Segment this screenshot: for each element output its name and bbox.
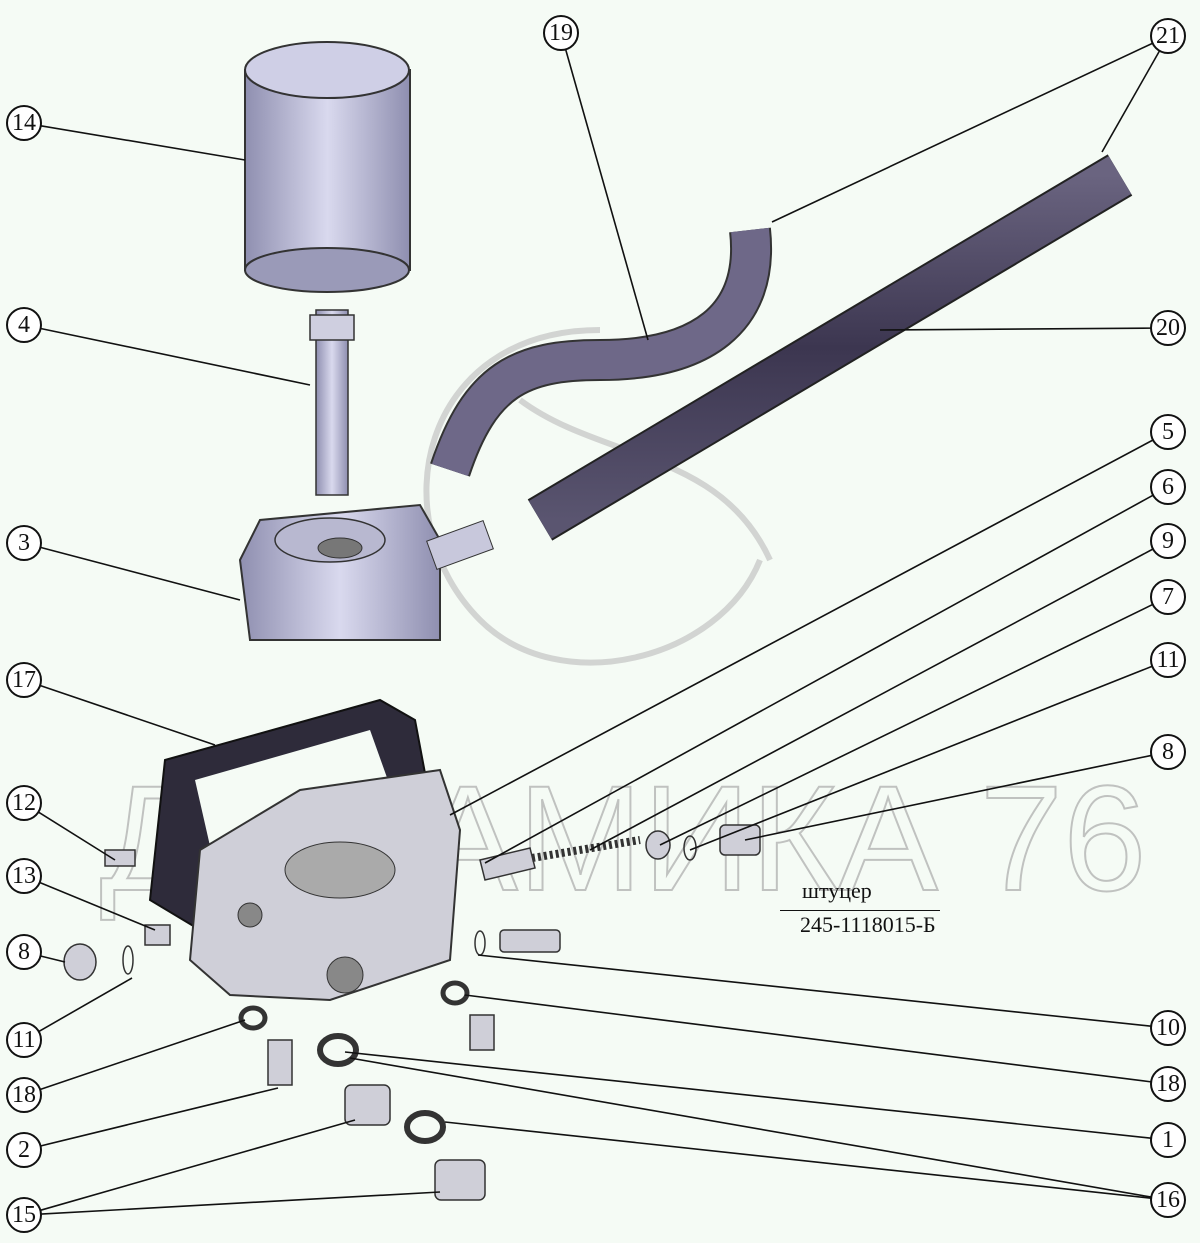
callout-15: 15 [6,1197,42,1233]
callout-number: 3 [18,530,30,556]
housing [188,768,462,1002]
callout-number: 18 [12,1082,36,1108]
leader-line [40,1087,279,1147]
leader-line [40,546,241,601]
callout-number: 2 [18,1137,30,1163]
callout-7: 7 [1150,579,1186,615]
leader-line [564,49,649,341]
leader-line [689,665,1153,851]
callout-number: 16 [1156,1187,1180,1213]
callout-number: 9 [1162,528,1174,554]
leader-line [40,1191,441,1215]
callout-number: 17 [12,667,36,693]
callout-18: 18 [1150,1066,1186,1102]
callout-number: 18 [1156,1071,1180,1097]
callout-number: 14 [12,110,36,136]
leader-line [477,954,1152,1028]
callout-3: 3 [6,525,42,561]
callout-20: 20 [1150,310,1186,346]
callout-number: 20 [1156,315,1180,341]
fitting-label-underline [780,910,940,911]
leader-line [484,494,1154,864]
leader-line [39,881,156,931]
oil-filter [244,41,411,293]
callout-18: 18 [6,1077,42,1113]
filter-stud [309,309,355,496]
callout-8: 8 [1150,734,1186,770]
callout-number: 15 [12,1202,36,1228]
hose-20 [527,154,1133,541]
leader-line [879,327,1152,331]
callout-number: 7 [1162,584,1174,610]
callout-number: 8 [1162,739,1174,765]
callout-10: 10 [1150,1010,1186,1046]
callout-4: 4 [6,307,42,343]
callout-12: 12 [6,785,42,821]
leader-line [39,684,216,746]
leader-line [37,811,116,861]
leader-line [40,955,66,963]
small-parts [63,824,761,1201]
callout-1: 1 [1150,1122,1186,1158]
callout-number: 6 [1162,474,1174,500]
callout-number: 8 [18,939,30,965]
callout-6: 6 [1150,469,1186,505]
leader-line [449,439,1154,816]
leader-line [344,1051,1152,1139]
callout-14: 14 [6,105,42,141]
callout-number: 11 [1156,647,1179,673]
leader-line [1101,50,1161,153]
callout-number: 19 [549,20,573,46]
callout-16: 16 [1150,1182,1186,1218]
leader-line [464,994,1152,1083]
callout-2: 2 [6,1132,42,1168]
callout-8: 8 [6,934,42,970]
callout-21: 21 [1150,18,1186,54]
leader-line [744,754,1152,841]
callout-11: 11 [6,1022,42,1058]
callout-number: 4 [18,312,30,338]
callout-9: 9 [1150,523,1186,559]
leader-line [771,42,1153,223]
callout-5: 5 [1150,414,1186,450]
oil-cooler [238,503,494,641]
callout-number: 12 [12,790,36,816]
fitting-label: штуцер [802,878,872,903]
callout-number: 11 [12,1027,35,1053]
callout-number: 21 [1156,23,1180,49]
callout-number: 13 [12,863,36,889]
callout-number: 1 [1162,1127,1174,1153]
leader-line [40,327,311,386]
callout-number: 5 [1162,419,1174,445]
callout-11: 11 [1150,642,1186,678]
hose-19 [430,227,773,477]
leader-line [444,1121,1152,1199]
callout-13: 13 [6,858,42,894]
leader-line [589,548,1154,851]
leader-line [349,1057,1152,1198]
callout-number: 10 [1156,1015,1180,1041]
callout-19: 19 [543,15,579,51]
leader-line [659,603,1154,846]
leader-line [38,977,133,1033]
leader-line [40,1119,356,1212]
fitting-part-number: 245-1118015-Б [800,912,936,937]
callout-17: 17 [6,662,42,698]
leader-line [40,125,246,161]
leader-line [39,1019,246,1091]
